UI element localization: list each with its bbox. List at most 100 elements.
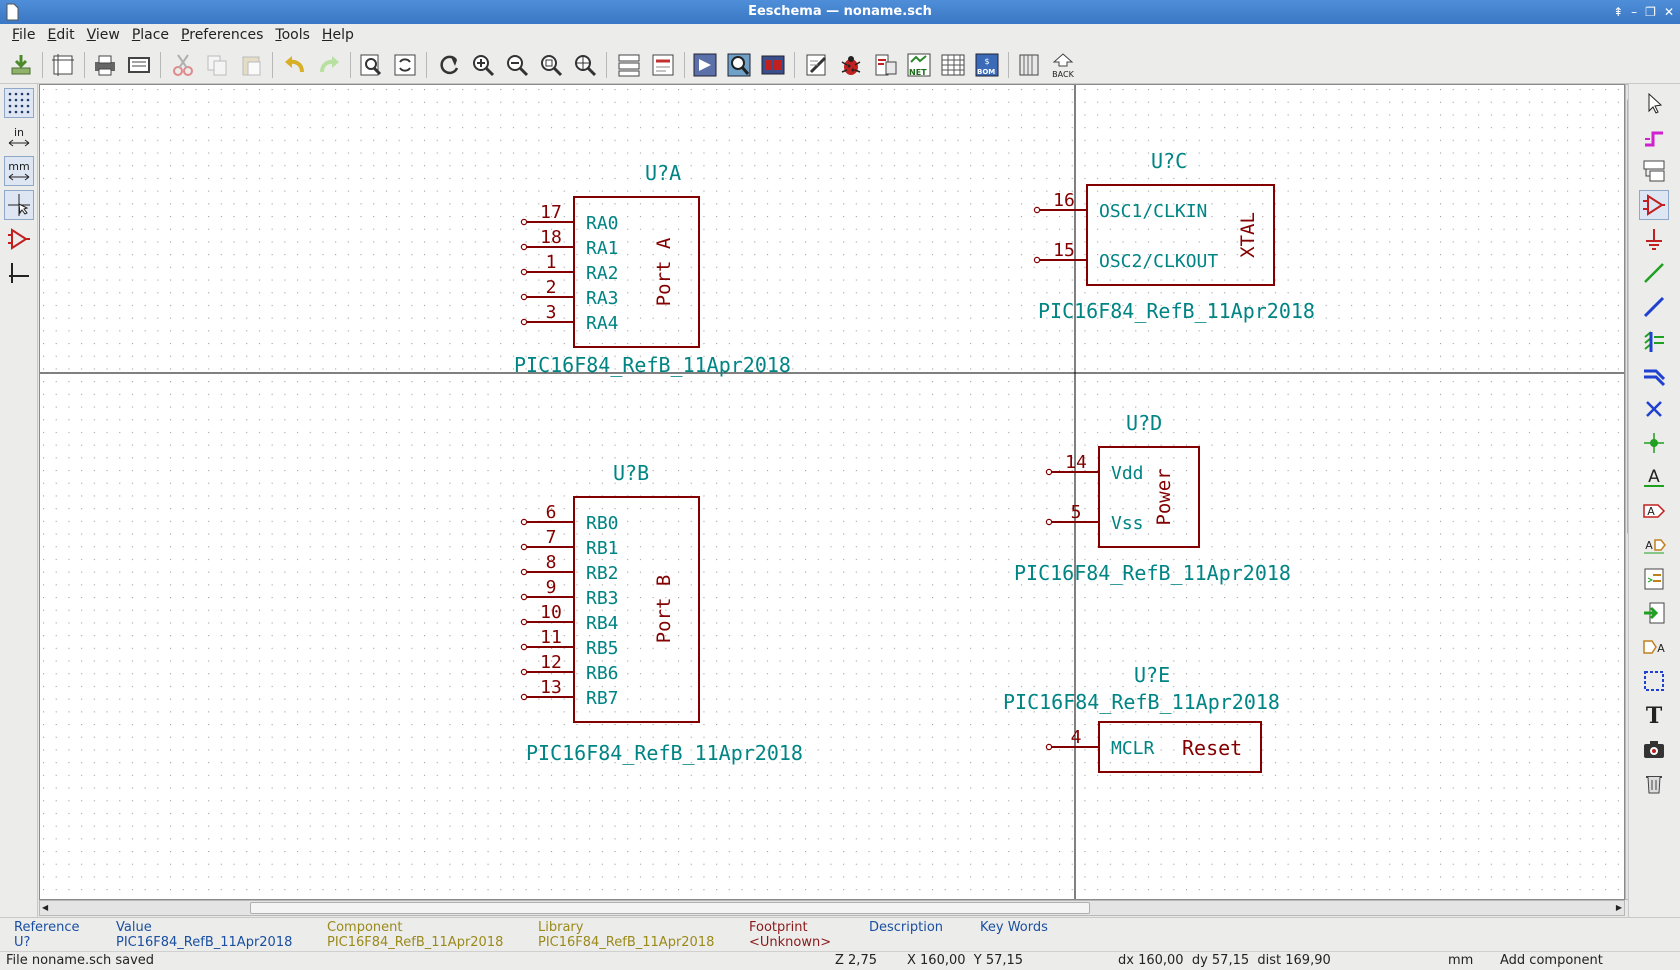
net-label-icon[interactable]: A: [1639, 462, 1669, 492]
cut-icon[interactable]: [168, 50, 198, 80]
paste-icon[interactable]: [236, 50, 266, 80]
wire-angle-icon[interactable]: [4, 258, 34, 288]
junction-icon[interactable]: [1639, 428, 1669, 458]
window-shade-button[interactable]: ⇞: [1613, 5, 1624, 19]
zoom-fit-icon[interactable]: [536, 50, 566, 80]
bug-icon[interactable]: [836, 50, 866, 80]
annotate-icon[interactable]: [758, 50, 788, 80]
scroll-right-arrow-icon[interactable]: ▶: [1615, 903, 1622, 912]
pin-endpoint: [520, 593, 528, 601]
hierarchy-tool-icon[interactable]: [1639, 156, 1669, 186]
pin-endpoint: [520, 693, 528, 701]
hierarchical-sheet-icon[interactable]: [1639, 564, 1669, 594]
place-wire-icon[interactable]: [1639, 258, 1669, 288]
hidden-pins-icon[interactable]: [4, 224, 34, 254]
cursor-shape-icon[interactable]: [4, 190, 34, 220]
hierarchical-label-icon[interactable]: A: [1639, 530, 1669, 560]
netlist-icon[interactable]: NET: [904, 50, 934, 80]
pin-name: RB2: [586, 563, 619, 584]
graphic-text-icon[interactable]: T: [1639, 700, 1669, 730]
bus-bus-entry-icon[interactable]: [1639, 360, 1669, 390]
pin-number: 7: [546, 527, 557, 548]
units-mm-icon[interactable]: mm: [4, 156, 34, 186]
menu-preferences[interactable]: Preferences: [181, 27, 264, 43]
spreadsheet-icon[interactable]: [938, 50, 968, 80]
bom-icon[interactable]: $BOM: [972, 50, 1002, 80]
erc-icon[interactable]: [802, 50, 832, 80]
menu-place[interactable]: Place: [131, 27, 170, 43]
place-bus-icon[interactable]: [1639, 292, 1669, 322]
unit-a-value: PIC16F84_RefB_11Apr2018: [514, 353, 791, 377]
assign-footprints-icon[interactable]: [870, 50, 900, 80]
horizontal-scrollbar[interactable]: ◀ ▶: [39, 900, 1625, 916]
hierarchy-navigator-icon[interactable]: [614, 50, 644, 80]
pcbnew-icon[interactable]: [1014, 50, 1044, 80]
unit-d-value: PIC16F84_RefB_11Apr2018: [1014, 561, 1291, 585]
window-close-button[interactable]: ✕: [1663, 5, 1674, 19]
pin-endpoint: [520, 518, 528, 526]
print-icon[interactable]: [90, 50, 120, 80]
global-label-icon[interactable]: A: [1639, 496, 1669, 526]
page-settings-icon[interactable]: [48, 50, 78, 80]
pin-endpoint: [520, 318, 528, 326]
window-maximize-button[interactable]: ❐: [1645, 5, 1656, 19]
place-power-icon[interactable]: [1639, 224, 1669, 254]
import-sheet-pin-icon[interactable]: [1639, 598, 1669, 628]
menu-file[interactable]: File: [12, 27, 36, 43]
delete-tool-icon[interactable]: [1639, 768, 1669, 798]
unit-e-reference: U?E: [1134, 663, 1170, 687]
find-replace-icon[interactable]: [390, 50, 420, 80]
redo-icon[interactable]: [314, 50, 344, 80]
plot-icon[interactable]: [124, 50, 154, 80]
leave-sheet-icon[interactable]: [648, 50, 678, 80]
select-tool-icon[interactable]: [1639, 88, 1669, 118]
left-toolbar: in mm: [0, 84, 38, 918]
window-minimize-button[interactable]: –: [1631, 5, 1638, 19]
menu-tools[interactable]: Tools: [275, 27, 310, 43]
pin-number: 14: [1065, 452, 1087, 473]
pin-name: MCLR: [1111, 738, 1155, 759]
add-image-icon[interactable]: [1639, 734, 1669, 764]
unit-d-body-label: Power: [1153, 468, 1175, 525]
zoom-out-icon[interactable]: [502, 50, 532, 80]
find-icon[interactable]: [356, 50, 386, 80]
menu-help[interactable]: Help: [321, 27, 354, 43]
menu-view[interactable]: View: [86, 27, 120, 43]
highlight-net-icon[interactable]: [1639, 122, 1669, 152]
redraw-icon[interactable]: [434, 50, 464, 80]
back-annotate-icon[interactable]: BACK: [1048, 50, 1078, 80]
undo-icon[interactable]: [280, 50, 310, 80]
menu-bar: File Edit View Place Preferences Tools H…: [0, 24, 1680, 46]
zoom-selection-icon[interactable]: [570, 50, 600, 80]
pin-name: RA2: [586, 263, 619, 284]
copy-icon[interactable]: [202, 50, 232, 80]
zoom-in-icon[interactable]: [468, 50, 498, 80]
graphic-lines-icon[interactable]: [1639, 666, 1669, 696]
units-inch-icon[interactable]: in: [4, 122, 34, 152]
component-unit-b[interactable]: U?B 6RB07RB18RB29RB310RB411RB512RB613RB7…: [520, 461, 803, 765]
place-component-icon[interactable]: [1639, 190, 1669, 220]
no-connect-icon[interactable]: [1639, 394, 1669, 424]
pin-name: OSC2/CLKOUT: [1099, 251, 1218, 272]
wire-bus-entry-icon[interactable]: [1639, 326, 1669, 356]
sheet-pin-icon[interactable]: A: [1639, 632, 1669, 662]
scroll-left-arrow-icon[interactable]: ◀: [42, 903, 49, 912]
horizontal-scroll-thumb[interactable]: [250, 902, 1090, 914]
svg-text:BOM: BOM: [977, 68, 995, 76]
grid-toggle-icon[interactable]: [4, 88, 34, 118]
unit-c-body: [1086, 184, 1275, 286]
library-editor-icon[interactable]: [690, 50, 720, 80]
save-icon[interactable]: [6, 50, 36, 80]
library-browser-icon[interactable]: [724, 50, 754, 80]
menu-edit[interactable]: Edit: [47, 27, 75, 43]
pin-number: 15: [1053, 240, 1075, 261]
pin-number: 10: [540, 602, 562, 623]
